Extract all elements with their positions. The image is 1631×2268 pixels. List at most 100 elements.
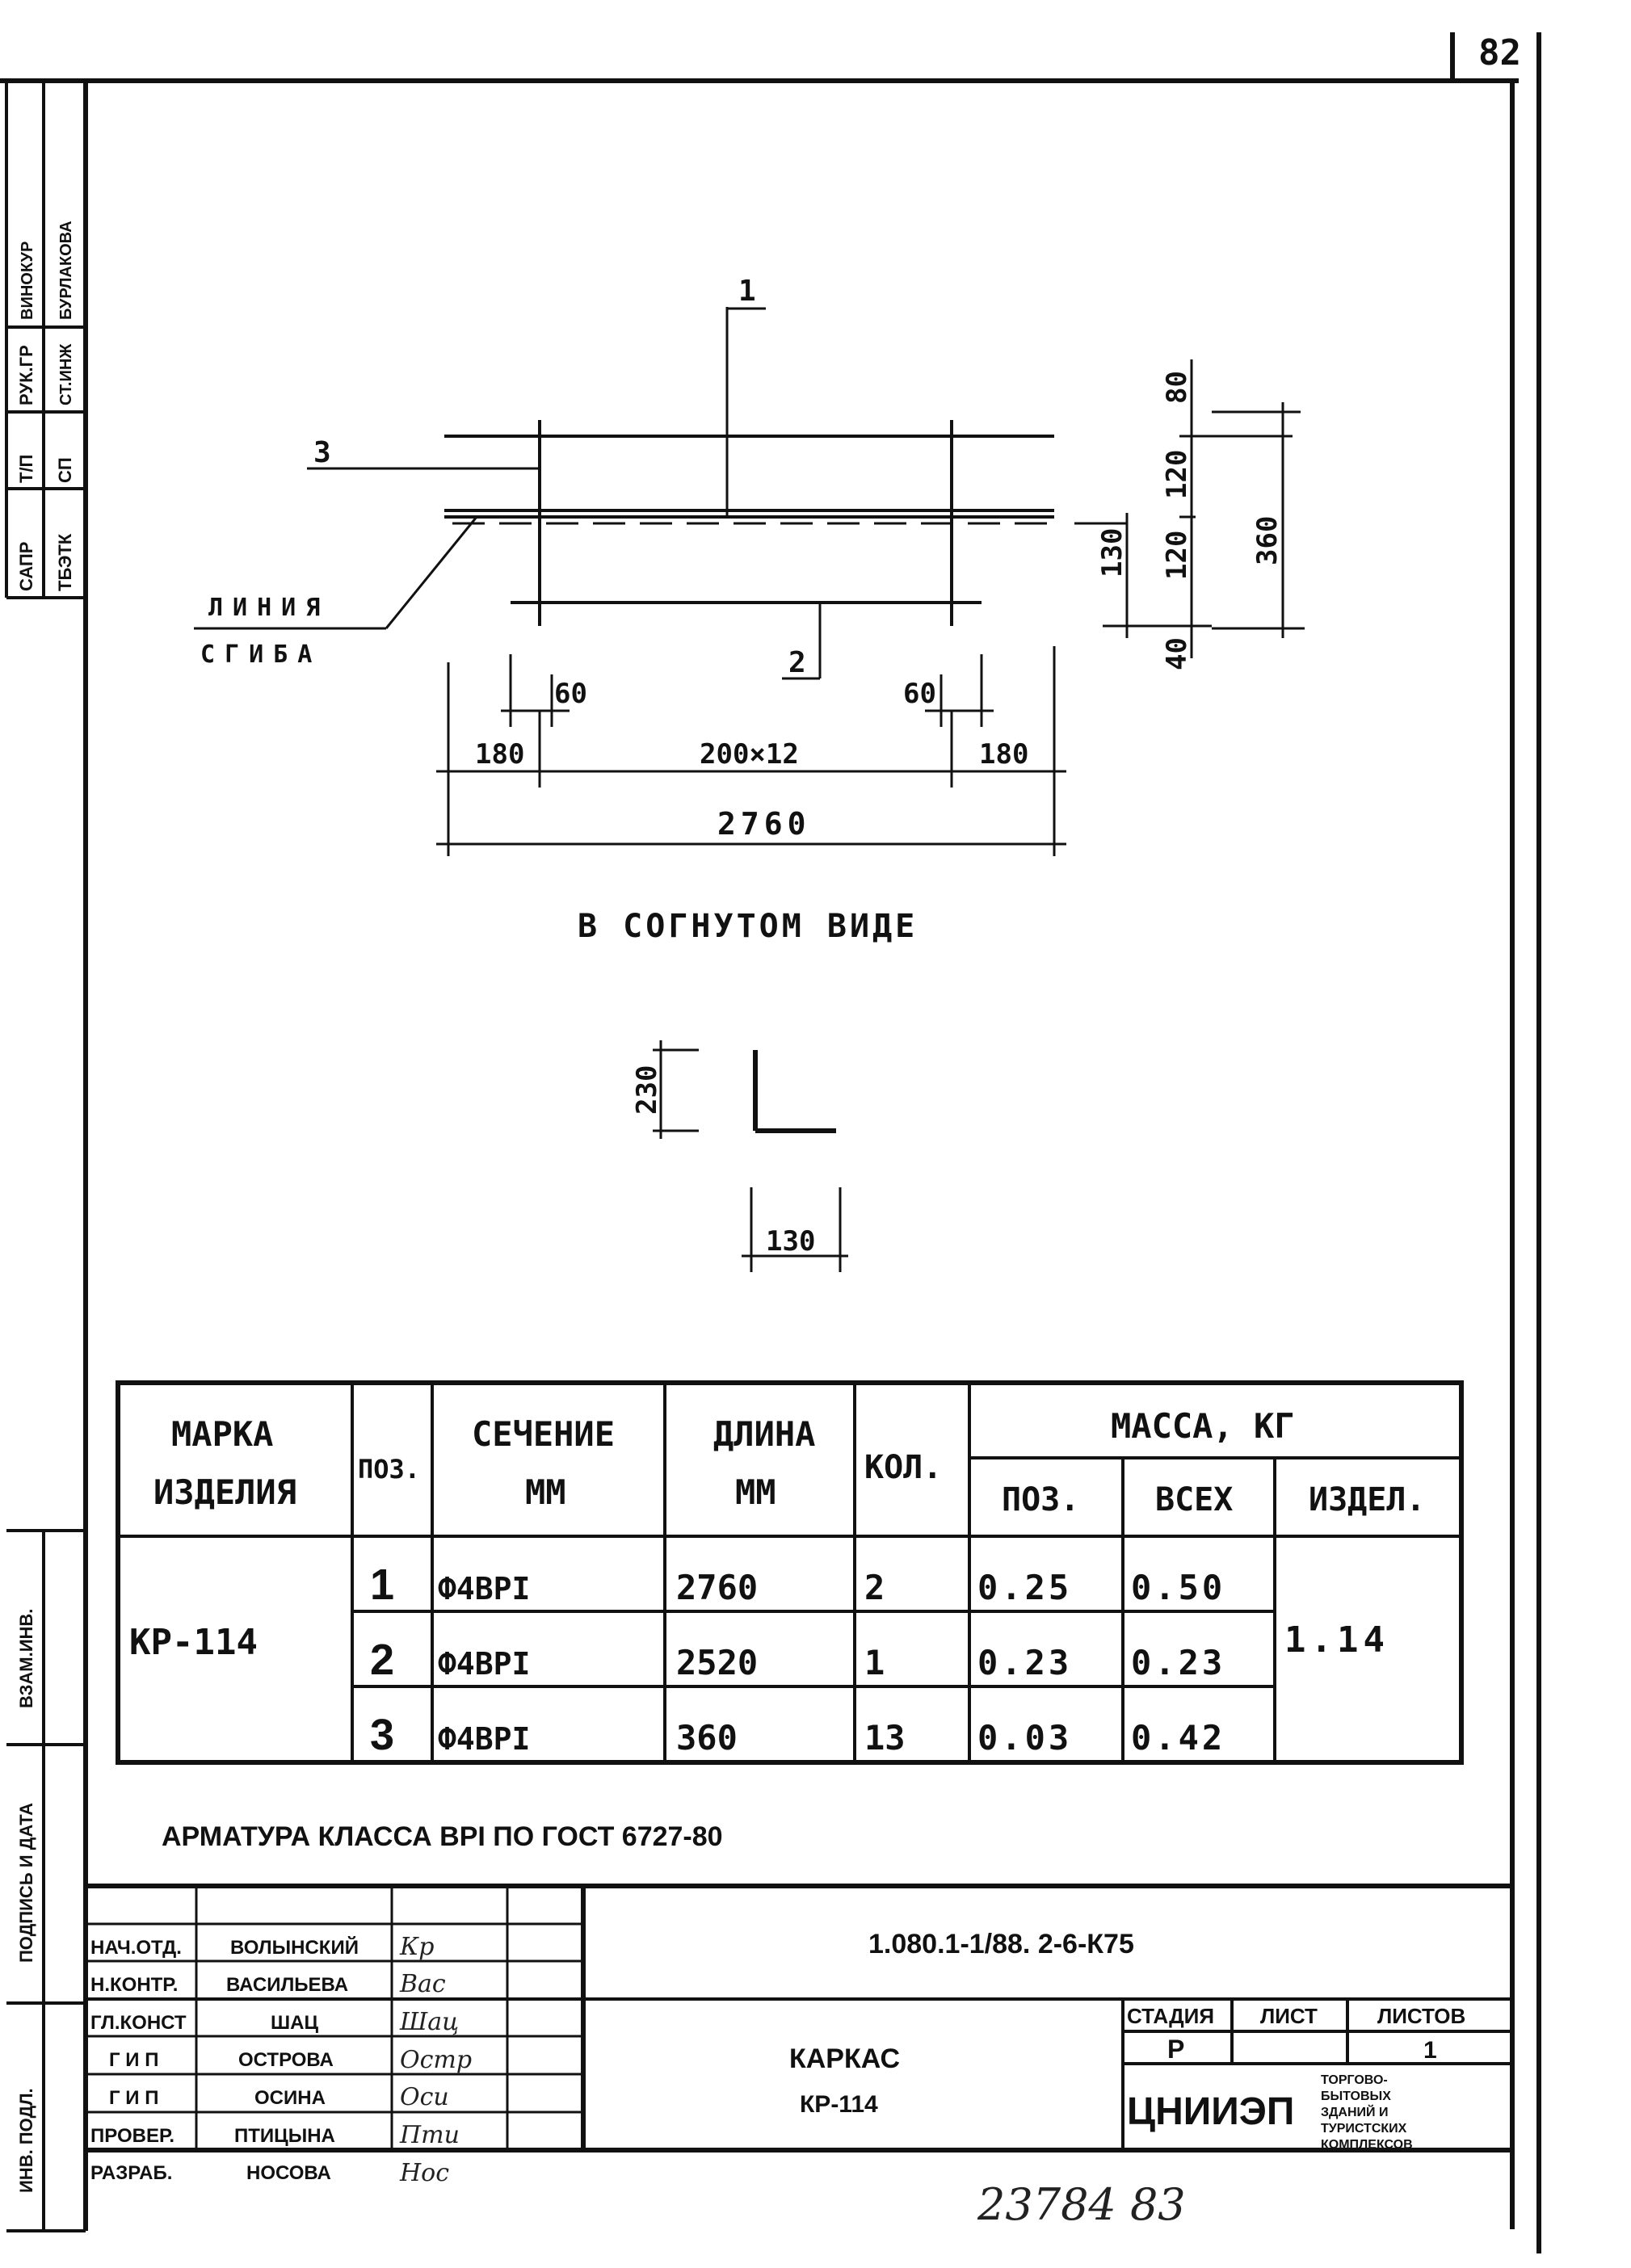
drawing-title-2: КР-114: [800, 2091, 878, 2118]
hdr-section-2: ММ: [525, 1472, 566, 1512]
org-note-3: ЗДАНИЙ И: [1321, 2104, 1388, 2119]
staff-role: НАЧ.ОТД.: [90, 1937, 182, 1959]
stage-value: Р: [1167, 2035, 1184, 2064]
hdr-pos: ПОЗ.: [358, 1454, 420, 1485]
hdr-section-1: СЕЧЕНИЕ: [472, 1414, 615, 1454]
staff-signature: Кр: [399, 1933, 434, 1961]
row1-section: Ф4ВРI: [438, 1571, 530, 1606]
dim-40: 40: [1161, 637, 1193, 670]
staff-name: ШАЦ: [271, 2012, 318, 2034]
stamp-inv-podl: ИНВ. ПОДЛ.: [16, 2088, 36, 2193]
staff-signature: Вас: [399, 1970, 446, 1998]
staff-signature: Шац: [399, 2008, 459, 2036]
staff-signature: Пти: [399, 2121, 460, 2149]
row3-pos: 3: [370, 1711, 394, 1759]
staff-role: Г И П: [109, 2087, 158, 2109]
dim-130: 130: [1096, 528, 1129, 578]
side-stamp: САПР Т/П РУК.ГР ВИНОКУР ТБЭТК СП СТ.ИНЖ …: [5, 81, 86, 2232]
row1-pos: 1: [370, 1560, 394, 1609]
stamp-tp: Т/П: [16, 455, 36, 483]
cell-item-mass: 1.14: [1284, 1619, 1389, 1661]
document-code: 1.080.1-1/88. 2-6-К75: [868, 1929, 1134, 1959]
row1-mass-all: 0.50: [1131, 1568, 1225, 1607]
row2-mass-pos: 0.23: [977, 1643, 1072, 1682]
org-note-1: ТОРГОВО-: [1321, 2073, 1388, 2087]
cell-mark: КР-114: [129, 1622, 258, 1663]
stamp-ruk-gr: РУК.ГР: [16, 345, 36, 405]
rebar-class-note: АРМАТУРА КЛАССА ВРI ПО ГОСТ 6727-80: [162, 1821, 723, 1852]
row3-qty: 13: [864, 1718, 906, 1758]
table-row: 2 Ф4ВРI 2520 1 0.23 0.23: [370, 1636, 1222, 1684]
hdr-mass: МАССА, КГ: [1111, 1406, 1295, 1446]
hdr-mass-pos: ПОЗ.: [1002, 1481, 1079, 1518]
staff-row: Г И П ОСИНА Оси: [109, 2083, 449, 2111]
sheets-label: ЛИСТОВ: [1377, 2004, 1465, 2028]
row3-mass-pos: 0.03: [977, 1718, 1072, 1758]
callout-3: 3: [313, 436, 331, 469]
row2-section: Ф4ВРI: [438, 1646, 530, 1682]
staff-row: Г И П ОСТРОВА Остр: [109, 2046, 472, 2074]
bent-view-title: В СОГНУТОМ ВИДЕ: [578, 908, 918, 945]
staff-role: Н.КОНТР.: [90, 1974, 178, 1996]
dim-180-right: 180: [979, 738, 1028, 771]
hdr-qty: КОЛ.: [864, 1449, 942, 1486]
row1-length: 2760: [676, 1568, 758, 1607]
bent-view: В СОГНУТОМ ВИДЕ 230 130: [578, 908, 918, 1272]
row1-mass-pos: 0.25: [977, 1568, 1072, 1607]
spec-table: МАРКА ИЗДЕЛИЯ ПОЗ. СЕЧЕНИЕ ММ ДЛИНА ММ К…: [116, 1380, 1464, 1765]
sheet-number: 82: [1478, 32, 1521, 74]
callout-2: 2: [788, 646, 806, 679]
staff-name: ОСТРОВА: [238, 2049, 334, 2071]
staff-role: Г И П: [109, 2049, 158, 2071]
staff-role: РАЗРАБ.: [90, 2162, 172, 2184]
stamp-burlakova: БУРЛАКОВА: [57, 220, 75, 320]
stamp-st-inzh: СТ.ИНЖ: [57, 343, 75, 405]
row3-mass-all: 0.42: [1131, 1718, 1225, 1758]
row3-section: Ф4ВРI: [438, 1721, 530, 1757]
stamp-sapr: САПР: [16, 542, 36, 591]
dim-180-left: 180: [475, 738, 524, 771]
callout-1: 1: [738, 275, 756, 308]
hdr-mark-1: МАРКА: [171, 1414, 273, 1454]
title-block: НАЧ.ОТД. ВОЛЫНСКИЙ Кр Н.КОНТР. ВАСИЛЬЕВА…: [86, 1884, 1512, 2187]
staff-signature: Оси: [400, 2083, 449, 2111]
staff-signature: Нос: [399, 2159, 449, 2187]
dim-60-right: 60: [903, 678, 936, 710]
hdr-mass-item: ИЗДЕЛ.: [1309, 1481, 1426, 1518]
dim-120-bot: 120: [1161, 531, 1193, 580]
stamp-podpis-data: ПОДПИСЬ И ДАТА: [16, 1803, 36, 1963]
row1-qty: 2: [864, 1568, 885, 1607]
stamp-tbetk: ТБЭТК: [55, 533, 75, 591]
staff-name: ВАСИЛЬЕВА: [226, 1974, 348, 1996]
staff-name: ОСИНА: [254, 2087, 326, 2109]
staff-role: ПРОВЕР.: [90, 2125, 174, 2147]
sheets-value: 1: [1423, 2037, 1437, 2064]
hdr-mass-all: ВСЕХ: [1155, 1481, 1233, 1518]
staff-signature: Остр: [400, 2046, 472, 2074]
stage-label: СТАДИЯ: [1127, 2004, 1214, 2028]
hdr-length-2: ММ: [735, 1472, 776, 1512]
staff-row: ГЛ.КОНСТ ШАЦ Шац: [90, 2008, 459, 2036]
bend-line-label-2: СГИБА: [200, 640, 322, 669]
dim-2760: 2760: [717, 806, 811, 842]
dim-80: 80: [1161, 371, 1193, 404]
bend-line-label-1: ЛИНИЯ: [208, 594, 330, 622]
dim-360: 360: [1251, 516, 1284, 565]
row2-length: 2520: [676, 1643, 758, 1682]
staff-name: ПТИЦЫНА: [234, 2125, 335, 2147]
bent-width-130: 130: [766, 1225, 815, 1258]
table-row: 1 Ф4ВРI 2760 2 0.25 0.50: [370, 1560, 1225, 1609]
dim-120-top: 120: [1161, 450, 1193, 499]
organization: ЦНИИЭП: [1127, 2090, 1294, 2133]
sheet-label: ЛИСТ: [1260, 2004, 1318, 2028]
plan-view: 1 2 3 ЛИНИЯ СГИБА 60 60 180 200×12 180 2…: [194, 275, 1305, 856]
row2-qty: 1: [864, 1643, 885, 1682]
staff-row: Н.КОНТР. ВАСИЛЬЕВА Вас: [90, 1970, 446, 1998]
hdr-mark-2: ИЗДЕЛИЯ: [153, 1472, 296, 1512]
archive-number: 23784 83: [977, 2179, 1186, 2230]
hdr-length-1: ДЛИНА: [713, 1414, 815, 1454]
sheet-frame: 82: [0, 32, 1541, 2253]
table-row: 3 Ф4ВРI 360 13 0.03 0.42: [370, 1711, 1225, 1759]
org-note-2: БЫТОВЫХ: [1321, 2090, 1391, 2103]
